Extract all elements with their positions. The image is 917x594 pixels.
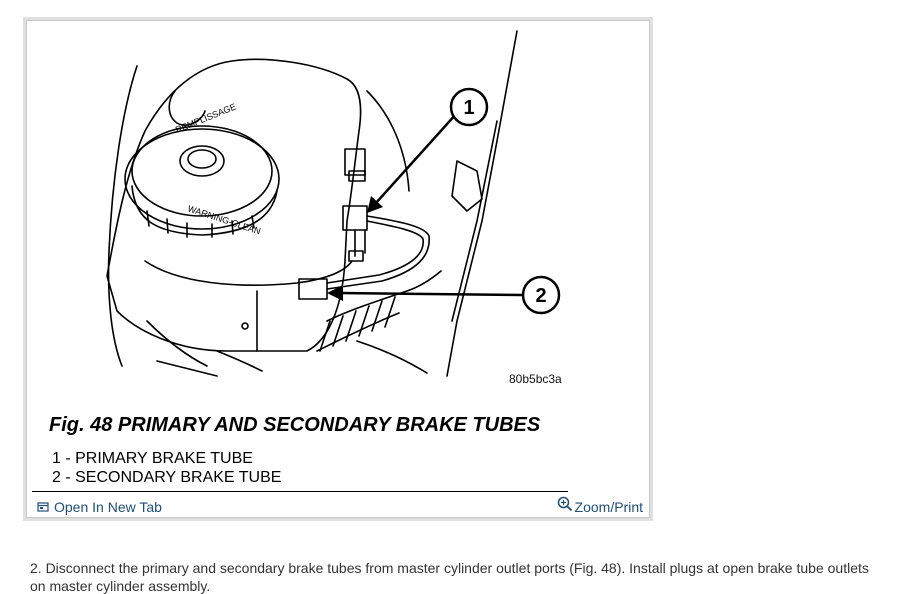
callout-2: 2 — [327, 275, 561, 315]
figure-title-text: PRIMARY AND SECONDARY BRAKE TUBES — [117, 414, 541, 436]
zoom-print-link[interactable]: Zoom/Print — [557, 496, 643, 515]
legend-item: 1 - PRIMARY BRAKE TUBE — [52, 450, 253, 467]
step-instruction-continued: on master cylinder assembly. — [30, 578, 211, 594]
zoom-print-label: Zoom/Print — [574, 499, 643, 515]
zoom-icon — [557, 496, 572, 512]
brake-tubes-illustration: REMPLISSAGE WARNING-CLEAN 1 2 — [106, 30, 561, 377]
figure-legend: 1 - PRIMARY BRAKE TUBE 2 - SECONDARY BRA… — [52, 449, 281, 487]
open-in-new-tab-label: Open In New Tab — [54, 499, 162, 515]
figure-frame: REMPLISSAGE WARNING-CLEAN 1 2 80b5bc3a F… — [23, 17, 653, 521]
callout-1: 1 — [367, 87, 489, 213]
figure-panel: REMPLISSAGE WARNING-CLEAN 1 2 80b5bc3a F… — [26, 20, 650, 518]
open-in-new-tab-link[interactable]: Open In New Tab — [37, 499, 162, 515]
cap-text-lower: WARNING-CLEAN — [186, 203, 262, 236]
divider — [32, 491, 568, 492]
step-instruction: 2. Disconnect the primary and secondary … — [30, 560, 869, 576]
image-code: 80b5bc3a — [509, 372, 562, 386]
figure-number: Fig. 48 — [49, 414, 113, 436]
svg-text:1: 1 — [463, 97, 474, 119]
svg-text:2: 2 — [535, 285, 546, 307]
new-tab-icon — [37, 502, 49, 512]
legend-item: 2 - SECONDARY BRAKE TUBE — [52, 469, 282, 486]
figure-title: Fig. 48 PRIMARY AND SECONDARY BRAKE TUBE… — [49, 414, 540, 437]
